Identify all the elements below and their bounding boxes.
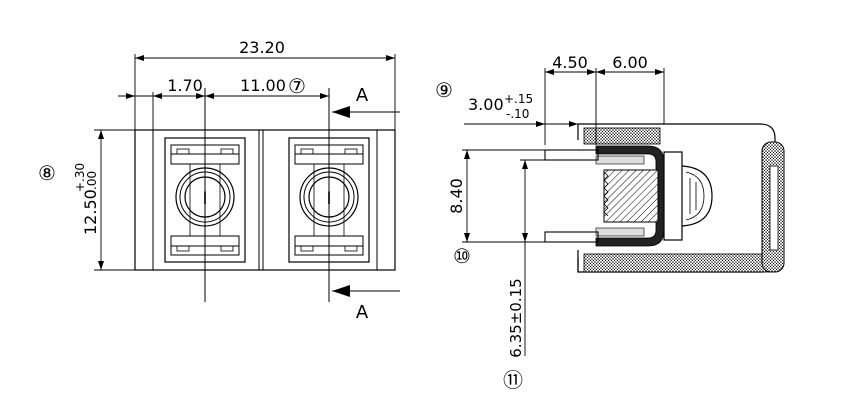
callout-8: ⑧ bbox=[38, 161, 56, 185]
dim-height-group: 12.50 +.30 .00 bbox=[73, 163, 100, 235]
insulator-bottom bbox=[583, 253, 775, 273]
dim-depth-1-label: 4.50 bbox=[552, 53, 588, 72]
dim-height-tol-plus: +.30 bbox=[73, 163, 87, 192]
section-marker-bottom: A bbox=[332, 285, 400, 323]
callout-10: ⑩ bbox=[453, 244, 471, 268]
dim-edge-label: 1.70 bbox=[167, 76, 203, 95]
callout-9: ⑨ bbox=[435, 78, 453, 102]
section-view: 4.50 6.00 3.00 +.15 -.10 ⑨ 8.40 ⑩ 6.35±0… bbox=[435, 53, 785, 392]
clamp-u bbox=[595, 145, 665, 247]
screw-head bbox=[663, 151, 683, 241]
dim-height-tol-minus: .00 bbox=[85, 171, 99, 190]
dim-pin-offset-label: 6.35±0.15 bbox=[507, 278, 525, 357]
dim-pin-tol-plus: +.15 bbox=[504, 92, 533, 106]
dim-depth-2-label: 6.00 bbox=[612, 53, 648, 72]
dim-pin-tol-minus: -.10 bbox=[506, 107, 529, 121]
dim-pin-span-label: 8.40 bbox=[447, 178, 466, 214]
pin-top bbox=[544, 149, 599, 161]
dim-height-label: 12.50 bbox=[81, 189, 100, 235]
front-view: I I 23.20 1 bbox=[38, 38, 400, 323]
callout-7: ⑦ bbox=[288, 74, 306, 98]
section-marker-top: A bbox=[332, 85, 400, 118]
dim-overall-label: 23.20 bbox=[239, 38, 285, 57]
svg-text:A: A bbox=[356, 302, 369, 323]
clamp-screw bbox=[603, 169, 659, 223]
dim-pitch-label: 11.00 bbox=[240, 76, 286, 95]
svg-text:A: A bbox=[356, 85, 369, 106]
callout-11: ⑪ bbox=[503, 368, 523, 392]
dim-pin-length-label: 3.00 bbox=[468, 95, 504, 114]
insulator-top bbox=[583, 127, 661, 145]
pin-bottom bbox=[544, 231, 599, 243]
block-outline bbox=[134, 129, 396, 271]
